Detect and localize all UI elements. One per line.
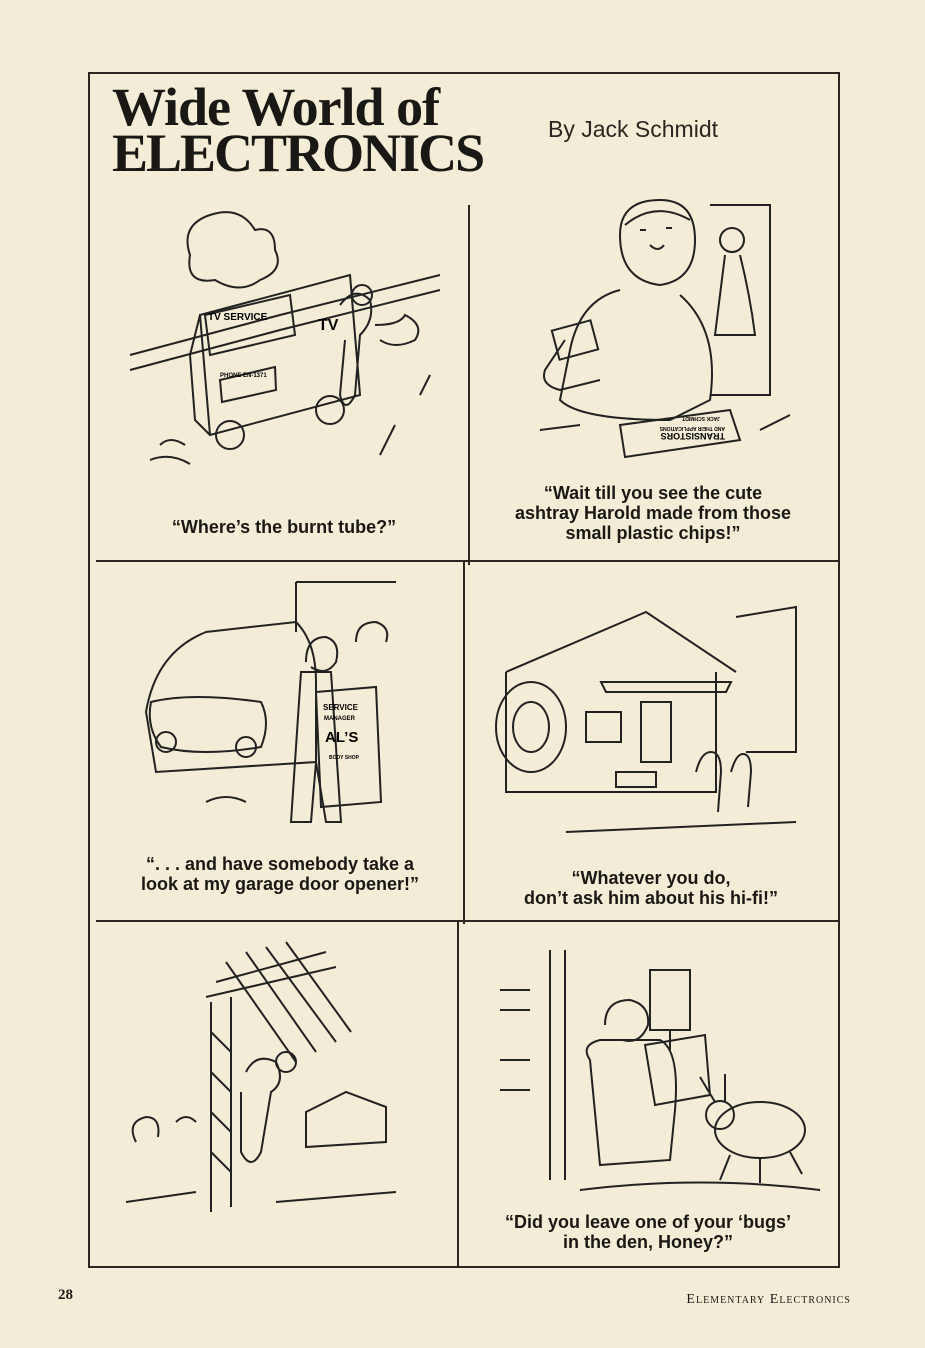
cartoon-panel-hi-fi-house: “Whatever you do, don’t ask him about hi… xyxy=(466,572,836,930)
cartoon-panel-bug-in-den: “Did you leave one of your ‘bugs’ in the… xyxy=(460,930,836,1262)
hi-fi-house-illustration xyxy=(495,605,797,833)
caption-panel-6: “Did you leave one of your ‘bugs’ in the… xyxy=(504,1212,792,1252)
page-title: Wide World of ELECTRONICS xyxy=(112,77,485,183)
book-subtitle-text: AND THEIR APPLICATIONS xyxy=(659,425,725,431)
caption-panel-1: “Where’s the burnt tube?” xyxy=(171,517,397,537)
divider-vertical-row1 xyxy=(468,205,470,565)
page-number: 28 xyxy=(58,1287,73,1303)
cartoon-panel-body-shop: SERVICE MANAGER AL’S BODY SHOP “. . . an… xyxy=(96,562,464,922)
divider-vertical-row2 xyxy=(463,562,465,924)
caption-panel-4: “Whatever you do, don’t ask him about hi… xyxy=(524,868,778,908)
cartoon-panel-antenna xyxy=(96,922,458,1262)
page-frame xyxy=(88,72,840,1268)
tv-van-illustration: TV SERVICE TV PHONE EN-1371 xyxy=(129,211,441,465)
magazine-name: Elementary Electronics xyxy=(686,1292,851,1307)
van-sign-text: TV SERVICE xyxy=(208,312,268,323)
book-author-text: JACK SCHMIDT xyxy=(682,415,720,421)
antenna-climber-illustration xyxy=(125,941,397,1212)
sign-line-1: SERVICE xyxy=(323,703,359,712)
caption-panel-2: “Wait till you see the cute ashtray Haro… xyxy=(514,483,792,543)
divider-horizontal-row1 xyxy=(96,560,840,562)
transistor-man-illustration: TRANSISTORS AND THEIR APPLICATIONS JACK … xyxy=(539,198,791,459)
book-title-text: TRANSISTORS xyxy=(661,431,725,441)
den-bug-illustration xyxy=(500,950,821,1191)
body-shop-illustration: SERVICE MANAGER AL’S BODY SHOP xyxy=(144,581,396,823)
title-line-2: ELECTRONICS xyxy=(112,123,485,183)
sign-line-4: BODY SHOP xyxy=(329,755,360,761)
title-line-1: Wide World of xyxy=(112,77,440,137)
cartoon-panel-tv-service: TV SERVICE TV PHONE EN-1371 “Where’s the… xyxy=(100,195,468,563)
van-phone-text: PHONE EN-1371 xyxy=(220,373,267,379)
sign-line-2: MANAGER xyxy=(324,716,356,722)
sign-line-3: AL’S xyxy=(325,729,358,746)
caption-panel-3: “. . . and have somebody take a look at … xyxy=(140,854,420,894)
divider-horizontal-row2 xyxy=(96,920,840,922)
divider-vertical-row3 xyxy=(457,922,459,1266)
byline: By Jack Schmidt xyxy=(548,116,718,142)
van-side-text: TV xyxy=(318,317,339,334)
cartoon-panel-transistors: TRANSISTORS AND THEIR APPLICATIONS JACK … xyxy=(470,195,836,573)
